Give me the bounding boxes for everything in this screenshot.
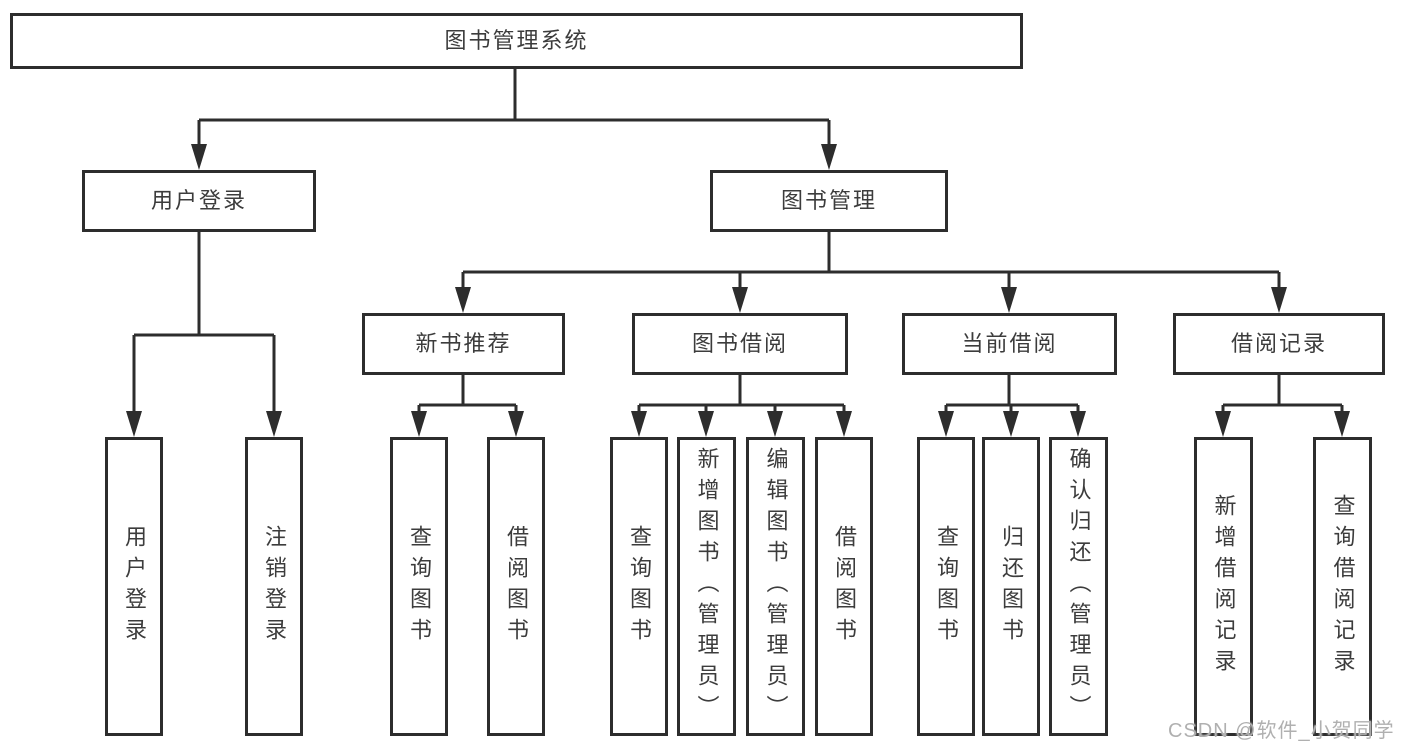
edge-bookborrow-to-leaves: [637, 375, 846, 416]
arrowhead-icon: [411, 411, 427, 437]
arrowhead-icon: [732, 287, 748, 313]
arrowhead-icon: [821, 144, 837, 170]
arrowhead-icon: [1070, 411, 1086, 437]
node-label: 用户登录: [150, 188, 247, 213]
leaf-borrow-borrow-books: 借阅图书: [815, 437, 873, 736]
leaf-label: 用户登录: [122, 524, 147, 649]
edge-bookmgmt-to-level3: [461, 232, 1281, 292]
leaf-label: 借阅图书: [832, 524, 857, 649]
arrowhead-icon: [1215, 411, 1231, 437]
leaf-record-query-borrow-record: 查询借阅记录: [1313, 437, 1372, 736]
node-label: 借阅记录: [1230, 331, 1327, 356]
node-borrowing-records: 借阅记录: [1173, 313, 1385, 375]
arrowhead-icon: [1334, 411, 1350, 437]
leaf-label: 查询图书: [934, 524, 959, 649]
arrowhead-icon: [698, 411, 714, 437]
edge-newbook-to-leaves: [417, 375, 518, 416]
leaf-label: 查询图书: [627, 524, 652, 649]
node-label: 图书管理: [780, 188, 877, 213]
node-library-management-system: 图书管理系统: [10, 13, 1023, 69]
node-label: 当前借阅: [961, 331, 1058, 356]
node-label: 图书管理系统: [444, 28, 589, 53]
arrowhead-icon: [508, 411, 524, 437]
leaf-borrow-add-books-admin: 新增图书（管理员）: [677, 437, 736, 736]
arrowhead-icon: [938, 411, 954, 437]
leaf-label: 编辑图书（管理员）: [763, 447, 789, 726]
arrowhead-icon: [455, 287, 471, 313]
edge-root-to-level2: [197, 69, 831, 148]
arrowhead-icon: [191, 144, 207, 170]
leaf-user-login: 用户登录: [105, 437, 163, 736]
arrowhead-icon: [767, 411, 783, 437]
leaf-current-return-books: 归还图书: [982, 437, 1040, 736]
leaf-borrow-edit-books-admin: 编辑图书（管理员）: [746, 437, 805, 736]
leaf-label: 查询借阅记录: [1330, 493, 1356, 680]
csdn-watermark: CSDN @软件_小贺同学: [1168, 720, 1395, 742]
leaf-label: 借阅图书: [504, 524, 529, 649]
leaf-record-add-borrow-record: 新增借阅记录: [1194, 437, 1253, 736]
edge-currentborrow-to-leaves: [944, 375, 1080, 416]
node-book-borrowing: 图书借阅: [632, 313, 848, 375]
node-user-login: 用户登录: [82, 170, 316, 232]
node-new-book-recommend: 新书推荐: [362, 313, 565, 375]
node-book-management: 图书管理: [710, 170, 948, 232]
node-current-borrowing: 当前借阅: [902, 313, 1117, 375]
arrowhead-icon: [1003, 411, 1019, 437]
leaf-label: 确认归还（管理员）: [1066, 447, 1092, 726]
leaf-newbook-query-books: 查询图书: [390, 437, 448, 736]
arrowhead-icon: [126, 411, 142, 437]
arrowhead-icon: [1271, 287, 1287, 313]
leaf-label: 新增图书（管理员）: [694, 447, 720, 726]
arrowhead-icon: [631, 411, 647, 437]
leaf-newbook-borrow-books: 借阅图书: [487, 437, 545, 736]
leaf-current-query-books: 查询图书: [917, 437, 975, 736]
leaf-logout-login: 注销登录: [245, 437, 303, 736]
leaf-label: 查询图书: [407, 524, 432, 649]
leaf-label: 注销登录: [262, 524, 287, 649]
edge-borrowrecord-to-leaves: [1221, 375, 1344, 416]
leaf-label: 新增借阅记录: [1211, 493, 1237, 680]
node-label: 图书借阅: [691, 331, 788, 356]
leaf-current-confirm-return-admin: 确认归还（管理员）: [1049, 437, 1108, 736]
leaf-label: 归还图书: [999, 524, 1024, 649]
leaf-borrow-query-books: 查询图书: [610, 437, 668, 736]
arrowhead-icon: [836, 411, 852, 437]
node-label: 新书推荐: [415, 331, 512, 356]
arrowhead-icon: [266, 411, 282, 437]
arrowhead-icon: [1001, 287, 1017, 313]
edge-userlogin-to-leaves: [132, 232, 276, 415]
